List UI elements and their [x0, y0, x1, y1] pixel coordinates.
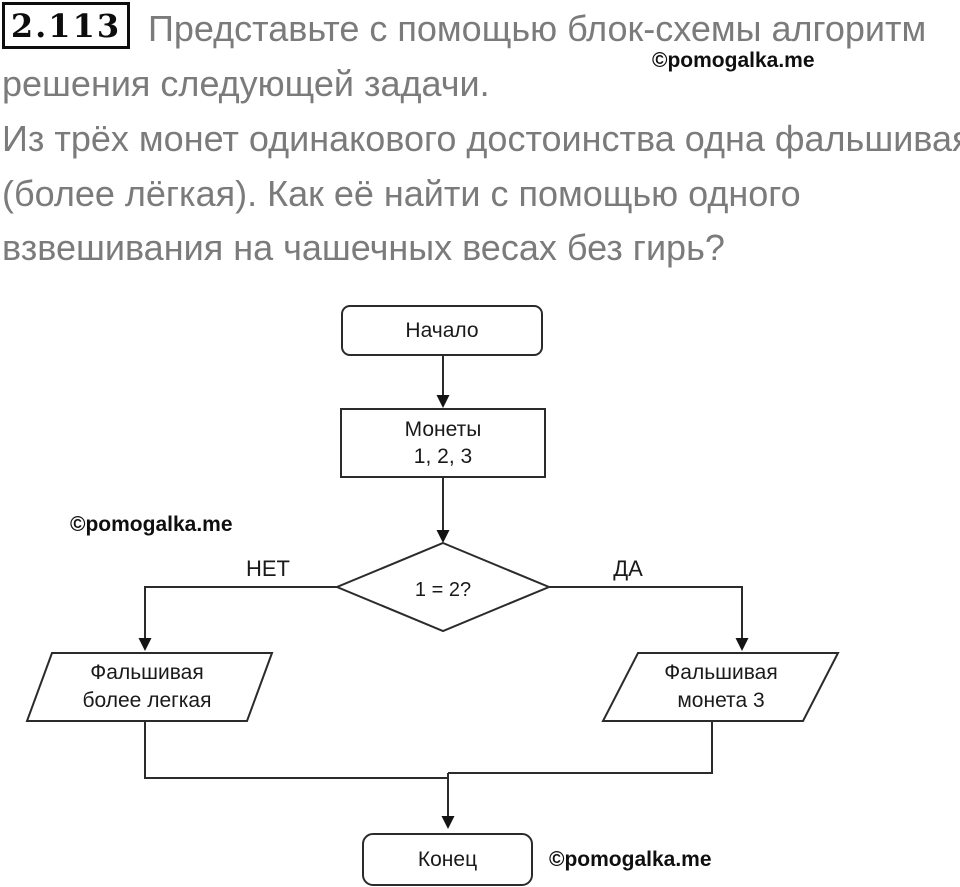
problem-text-line-1: Представьте с помощью блок-схемы алгорит…: [148, 8, 927, 49]
output-left-line1: Фальшивая: [90, 661, 204, 684]
output-right-line1: Фальшивая: [664, 661, 778, 684]
right-output-parallelogram-shape: [601, 652, 840, 722]
flow-node-input-line1: Монеты: [404, 418, 482, 441]
flow-node-output-right-label: Фальшивая монета 3: [621, 659, 821, 715]
connector-no-branch: [144, 586, 337, 638]
left-output-parallelogram-shape: [25, 652, 274, 722]
branch-label-no: НЕТ: [246, 556, 290, 581]
problem-number: 2.113: [10, 6, 122, 45]
connector-right-output-to-merge: [448, 721, 713, 774]
problem-number-box: 2.113: [2, 2, 130, 49]
arrowhead-into-input: [436, 395, 450, 408]
flow-node-start: Начало: [341, 305, 543, 356]
output-left-line2: более легкая: [82, 689, 212, 712]
watermark-top: ©pomogalka.me: [652, 49, 815, 72]
flow-node-output-left-label: Фальшивая более легкая: [47, 659, 247, 715]
arrowhead-into-end: [441, 816, 455, 829]
watermark-middle: ©pomogalka.me: [70, 513, 233, 536]
problem-text-line-2: решения следующей задачи.: [2, 63, 490, 104]
flow-node-input-coins: Монеты 1, 2, 3: [340, 408, 546, 478]
flow-node-end-label: Конец: [417, 848, 478, 871]
flow-node-decision-label: 1 = 2?: [414, 579, 472, 601]
problem-text-line-4: (более лёгкая). Как её найти с помощью о…: [2, 173, 801, 214]
flow-node-start-label: Начало: [405, 319, 479, 342]
decision-diamond-shape: [334, 541, 552, 633]
problem-text-line-5: взвешивания на чашечных весах без гирь?: [2, 227, 725, 268]
flow-node-end: Конец: [362, 833, 533, 886]
output-right-line2: монета 3: [677, 689, 765, 712]
problem-text-line-3: Из трёх монет одинакового достоинства од…: [2, 118, 960, 159]
flow-node-input-line2: 1, 2, 3: [413, 445, 473, 468]
connector-yes-branch: [549, 586, 743, 638]
connector-left-output-to-merge: [144, 721, 448, 779]
arrowhead-into-decision: [436, 530, 450, 543]
watermark-bottom: ©pomogalka.me: [549, 848, 712, 871]
arrowhead-into-right-output: [735, 638, 749, 651]
branch-label-yes: ДА: [613, 556, 643, 581]
arrowhead-into-left-output: [138, 638, 152, 651]
